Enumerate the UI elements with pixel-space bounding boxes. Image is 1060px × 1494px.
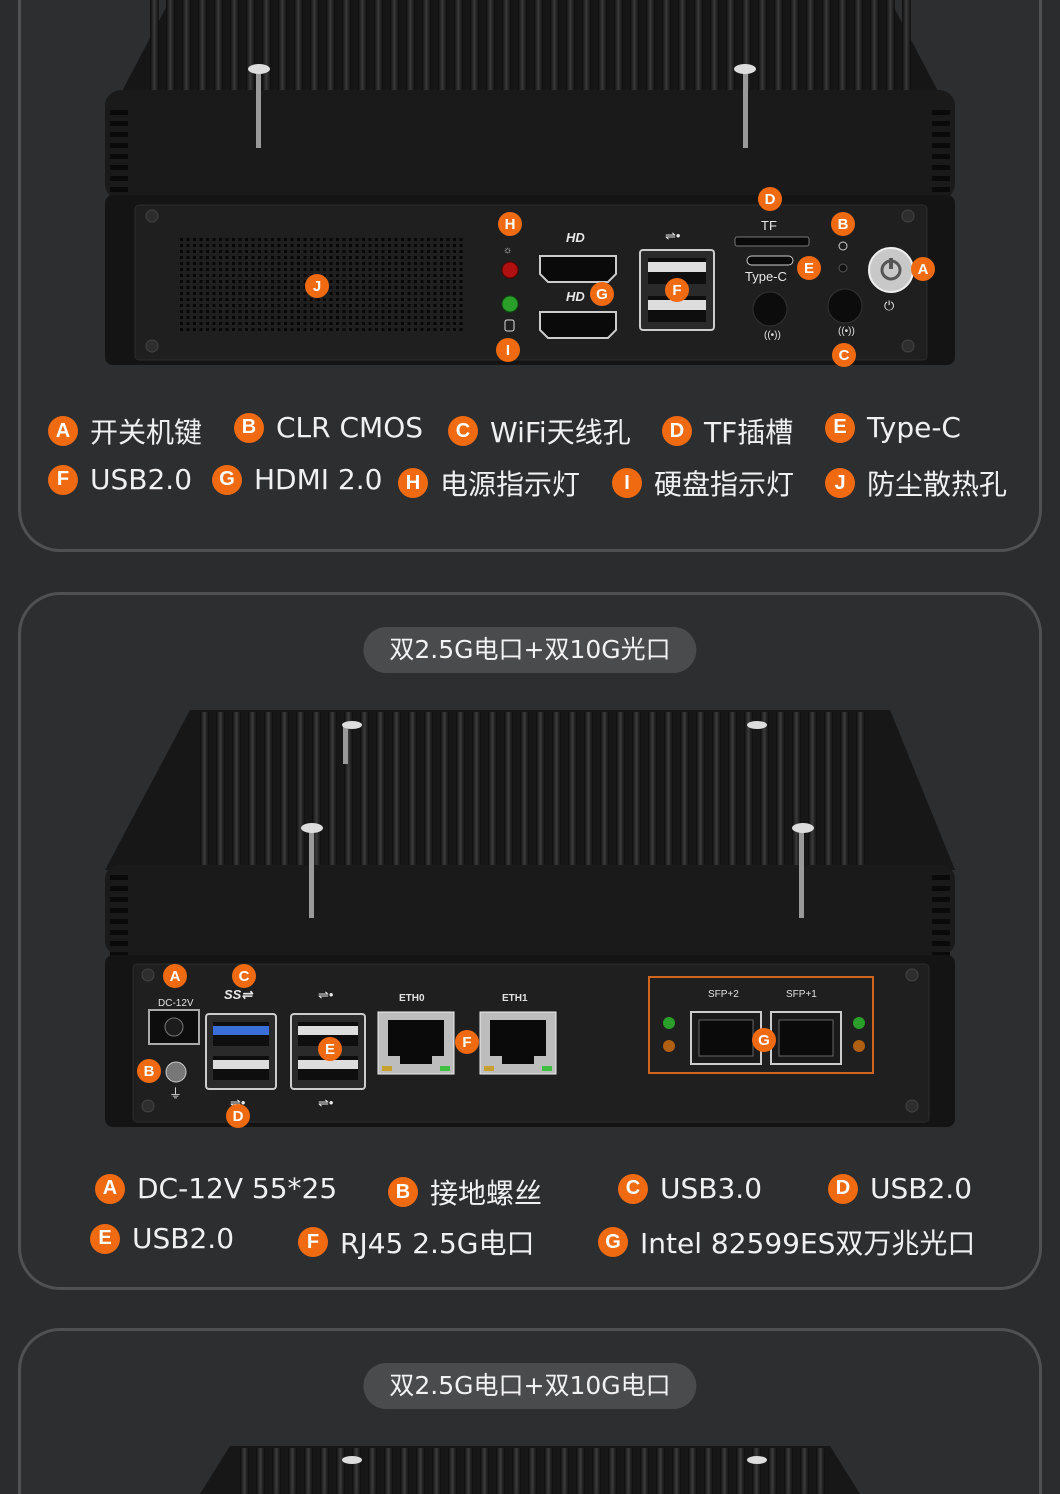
section-title-sfp: 双2.5G电口+双10G光口 bbox=[363, 627, 697, 673]
usb-icon: ⇌• bbox=[665, 228, 681, 243]
svg-text:A: A bbox=[918, 261, 929, 278]
svg-text:H: H bbox=[505, 216, 516, 233]
svg-text:A: A bbox=[170, 968, 181, 985]
clr-cmos-button[interactable] bbox=[838, 263, 848, 273]
dust-vent-grid bbox=[180, 238, 463, 331]
svg-text:C: C bbox=[239, 968, 250, 985]
tf-slot[interactable] bbox=[734, 236, 810, 247]
svg-text:G: G bbox=[758, 1032, 770, 1049]
hdmi-icon-2: HD bbox=[566, 289, 585, 304]
eth0-label: ETH0 bbox=[399, 993, 425, 1004]
ground-screw bbox=[165, 1061, 187, 1083]
callout-markers-rear: A B C D E F G bbox=[137, 964, 776, 1128]
device-rear-panel: DC-12V ⏚ SS⇌ ⇌• ⇌• ⇌• ETH0 ETH1 SFP+2 SF… bbox=[105, 710, 955, 1128]
typec-port[interactable] bbox=[746, 255, 794, 266]
eth1-label: ETH1 bbox=[502, 993, 528, 1004]
hdmi-port-1[interactable] bbox=[539, 255, 617, 283]
svg-text:I: I bbox=[506, 342, 510, 359]
svg-text:C: C bbox=[839, 347, 850, 364]
svg-text:F: F bbox=[672, 282, 681, 299]
svg-text:E: E bbox=[804, 260, 814, 277]
cmos-icon bbox=[838, 241, 848, 251]
svg-text:B: B bbox=[144, 1063, 155, 1080]
power-icon: ⏻ bbox=[884, 298, 894, 313]
wifi-icon: ((•)) bbox=[764, 330, 781, 341]
svg-text:F: F bbox=[462, 1034, 471, 1051]
svg-text:G: G bbox=[596, 286, 608, 303]
usb-icon-e: ⇌• bbox=[318, 987, 334, 1002]
dc-jack[interactable] bbox=[148, 1009, 200, 1045]
hdd-led bbox=[501, 295, 519, 313]
sfp1-label: SFP+1 bbox=[786, 989, 817, 1000]
callout-markers: H J I G F D E B A C bbox=[305, 187, 935, 367]
device-front-panel: ☼ HD HD ⇌• TF Type-C ((•)) ((•)) ⏻ H J I… bbox=[105, 0, 955, 367]
svg-text:J: J bbox=[313, 278, 321, 295]
ground-icon: ⏚ bbox=[169, 1086, 182, 1101]
section-title-rj45: 双2.5G电口+双10G电口 bbox=[363, 1363, 697, 1409]
hdmi-port-2[interactable] bbox=[539, 311, 617, 339]
hdd-led-icon bbox=[504, 319, 515, 332]
power-led bbox=[501, 261, 519, 279]
tf-label: TF bbox=[761, 218, 777, 233]
device-preview-top bbox=[200, 1446, 860, 1494]
usb-icon-e2: ⇌• bbox=[318, 1095, 334, 1110]
svg-text:D: D bbox=[765, 191, 776, 208]
power-led-icon: ☼ bbox=[503, 245, 512, 256]
usb3-icon: SS⇌ bbox=[224, 987, 253, 1002]
svg-text:D: D bbox=[233, 1108, 244, 1125]
svg-text:B: B bbox=[838, 216, 849, 233]
dc-label: DC-12V bbox=[158, 998, 194, 1009]
power-button[interactable] bbox=[868, 247, 914, 293]
typec-label: Type-C bbox=[745, 269, 787, 284]
svg-text:E: E bbox=[325, 1041, 335, 1058]
sfp2-label: SFP+2 bbox=[708, 989, 739, 1000]
sfp-box bbox=[648, 976, 874, 1074]
hdmi-icon: HD bbox=[566, 230, 585, 245]
wifi-icon-2: ((•)) bbox=[838, 326, 855, 337]
wifi-antenna-hole-1 bbox=[752, 291, 788, 327]
wifi-antenna-hole-2 bbox=[827, 288, 863, 324]
